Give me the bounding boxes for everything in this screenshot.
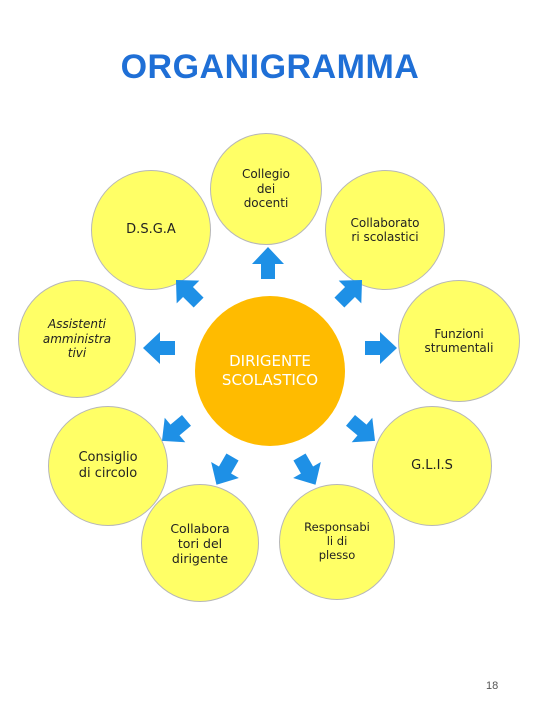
node-assistenti-amministrativi: Assistenti amministra tivi xyxy=(18,280,136,398)
node-label: Assistenti amministra tivi xyxy=(42,317,112,361)
arrow-icon xyxy=(248,244,288,284)
node-label: Collegio dei docenti xyxy=(241,167,291,211)
arrow-icon xyxy=(360,328,400,368)
arrow-icon xyxy=(205,450,245,490)
node-collaboratori-scolastici: Collaborato ri scolastici xyxy=(325,170,445,290)
arrow-icon xyxy=(342,410,382,450)
arrow-icon xyxy=(140,328,180,368)
arrow-icon xyxy=(287,450,327,490)
arrow-icon xyxy=(330,272,370,312)
node-label: Responsabi li di plesso xyxy=(304,520,370,562)
node-label: Collaborato ri scolastici xyxy=(350,215,420,244)
page-number: 18 xyxy=(486,680,499,692)
node-label: Consiglio di circolo xyxy=(78,450,138,481)
node-glis: G.L.I.S xyxy=(372,406,492,526)
center-dirigente-scolastico: DIRIGENTE SCOLASTICO xyxy=(195,296,345,446)
node-collegio-docenti: Collegio dei docenti xyxy=(210,133,322,245)
arrow-icon xyxy=(168,272,208,312)
page-title: ORGANIGRAMMA xyxy=(120,48,420,86)
center-label: DIRIGENTE SCOLASTICO xyxy=(221,352,319,389)
node-collaboratori-dirigente: Collabora tori del dirigente xyxy=(141,484,259,602)
node-responsabili-plesso: Responsabi li di plesso xyxy=(279,484,395,600)
node-label: Funzioni strumentali xyxy=(424,326,494,355)
node-funzioni-strumentali: Funzioni strumentali xyxy=(398,280,520,402)
node-label: Collabora tori del dirigente xyxy=(170,520,230,566)
node-label: G.L.I.S xyxy=(411,458,453,474)
arrow-icon xyxy=(155,410,195,450)
node-consiglio-circolo: Consiglio di circolo xyxy=(48,406,168,526)
node-label: D.S.G.A xyxy=(126,222,176,238)
node-dsga: D.S.G.A xyxy=(91,170,211,290)
